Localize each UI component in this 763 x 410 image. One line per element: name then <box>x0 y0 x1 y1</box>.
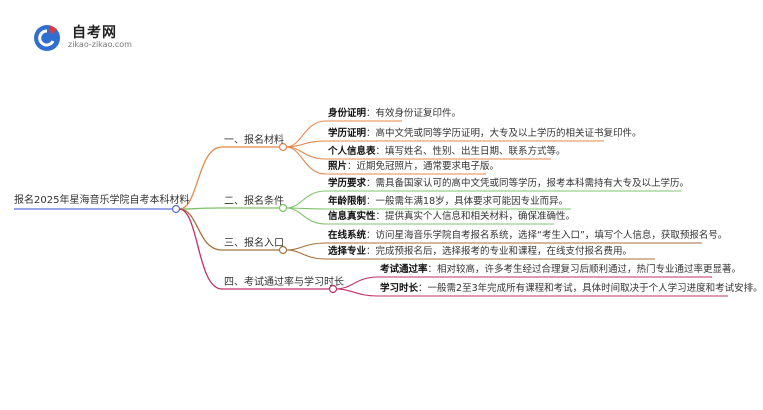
leaf-text: 完成预报名后，选择报考的专业和课程，在线支付报名费用。 <box>375 246 633 257</box>
leaf-key: 身份证明 <box>328 108 367 119</box>
leaf-item-2-2[interactable]: 年龄限制：一般需年满18岁，具体要求可能因专业而异。 <box>328 196 568 208</box>
leaf-item-1-3[interactable]: 个人信息表：填写姓名、性别、出生日期、联系方式等。 <box>328 146 566 158</box>
leaf-separator: ： <box>366 108 376 119</box>
leaf-key: 在线系统 <box>328 230 367 241</box>
leaf-text: 提供真实个人信息和相关材料，确保准确性。 <box>385 211 576 222</box>
leaf-key: 年龄限制 <box>328 196 367 207</box>
branch-connector-2 <box>178 207 223 210</box>
logo-title: 自考网 <box>72 25 117 41</box>
leaf-text: 相对较高，许多考生经过合理复习后顺利通过，热门专业通过率更显著。 <box>437 264 742 275</box>
leaf-item-1-1[interactable]: 身份证明：有效身份证复印件。 <box>328 108 461 120</box>
leaf-separator: ： <box>366 246 376 257</box>
leaf-separator: ： <box>427 264 438 275</box>
leaf-connector-2-1 <box>285 190 327 209</box>
leaf-key: 选择专业 <box>328 246 367 257</box>
leaf-item-2-3[interactable]: 信息真实性：提供真实个人信息和相关材料，确保准确性。 <box>328 211 575 223</box>
leaf-item-4-2[interactable]: 学习时长：一般需2至3年完成所有课程和考试，具体时间取决于个人学习进度和考试安排… <box>380 283 763 295</box>
leaf-connector-1-4 <box>285 146 327 175</box>
leaf-text: 填写姓名、性别、出生日期、联系方式等。 <box>385 146 566 157</box>
branch-label-2[interactable]: 二、报名条件 <box>224 196 284 207</box>
branch-label-3[interactable]: 三、报名入口 <box>224 238 284 249</box>
logo-mark-icon <box>34 25 60 51</box>
leaf-connector-3-2 <box>285 249 327 260</box>
leaf-separator: ： <box>366 178 376 189</box>
leaf-separator: ： <box>347 161 357 172</box>
leaf-text: 一般需2至3年完成所有课程和考试，具体时间取决于个人学习进度和考试安排。 <box>427 283 763 294</box>
leaf-connector-4-2 <box>335 288 379 297</box>
leaf-item-4-1[interactable]: 考试通过率：相对较高，许多考生经过合理复习后顺利通过，热门专业通过率更显著。 <box>380 264 741 276</box>
leaf-key: 信息真实性 <box>328 211 376 222</box>
root-node-label[interactable]: 报名2025年星海音乐学院自考本科材料 <box>14 195 190 206</box>
leaf-key: 学历证明 <box>328 128 367 139</box>
branch-connector-1 <box>178 146 223 210</box>
leaf-key: 考试通过率 <box>380 264 428 275</box>
leaf-text: 访问星海音乐学院自考报名系统，选择“考生入口”，填写个人信息，获取预报名号。 <box>375 230 728 241</box>
leaf-text: 高中文凭或同等学历证明，大专及以上学历的相关证书复印件。 <box>375 128 642 139</box>
leaf-item-2-1[interactable]: 学历要求：需具备国家认可的高中文凭或同等学历，报考本科需持有大专及以上学历。 <box>328 178 689 190</box>
branch-label-4[interactable]: 四、考试通过率与学习时长 <box>224 277 344 288</box>
leaf-connector-1-1 <box>285 120 327 148</box>
leaf-text: 有效身份证复印件。 <box>375 108 462 119</box>
branch-connector-4 <box>178 208 223 290</box>
leaf-separator: ： <box>366 230 376 241</box>
leaf-separator: ： <box>375 211 386 222</box>
branch-label-1[interactable]: 一、报名材料 <box>224 135 284 146</box>
leaf-connector-3-1 <box>285 242 327 251</box>
leaf-separator: ： <box>366 196 376 207</box>
leaf-key: 个人信息表 <box>328 146 376 157</box>
leaf-key: 学历要求 <box>328 178 367 189</box>
branch-connector-3 <box>178 208 223 251</box>
leaf-item-1-4[interactable]: 照片：近期免冠照片，通常要求电子版。 <box>328 161 499 173</box>
leaf-separator: ： <box>418 283 428 294</box>
leaf-item-3-1[interactable]: 在线系统：访问星海音乐学院自考报名系统，选择“考生入口”，填写个人信息，获取预报… <box>328 230 727 242</box>
leaf-separator: ： <box>366 128 376 139</box>
leaf-key: 照片 <box>328 161 348 172</box>
leaf-connector-2-3 <box>285 207 327 225</box>
leaf-key: 学习时长 <box>380 283 419 294</box>
leaf-text: 一般需年满18岁，具体要求可能因专业而异。 <box>375 196 569 207</box>
leaf-connector-1-2 <box>285 140 327 148</box>
leaf-text: 近期免冠照片，通常要求电子版。 <box>356 161 500 172</box>
leaf-item-1-2[interactable]: 学历证明：高中文凭或同等学历证明，大专及以上学历的相关证书复印件。 <box>328 128 642 140</box>
site-logo[interactable]: 自考网 zikao-zikao.com <box>32 20 142 54</box>
leaf-item-3-2[interactable]: 选择专业：完成预报名后，选择报考的专业和课程，在线支付报名费用。 <box>328 246 632 258</box>
logo-url: zikao-zikao.com <box>68 40 132 49</box>
leaf-separator: ： <box>375 146 386 157</box>
leaf-text: 需具备国家认可的高中文凭或同等学历，报考本科需持有大专及以上学历。 <box>375 178 690 189</box>
